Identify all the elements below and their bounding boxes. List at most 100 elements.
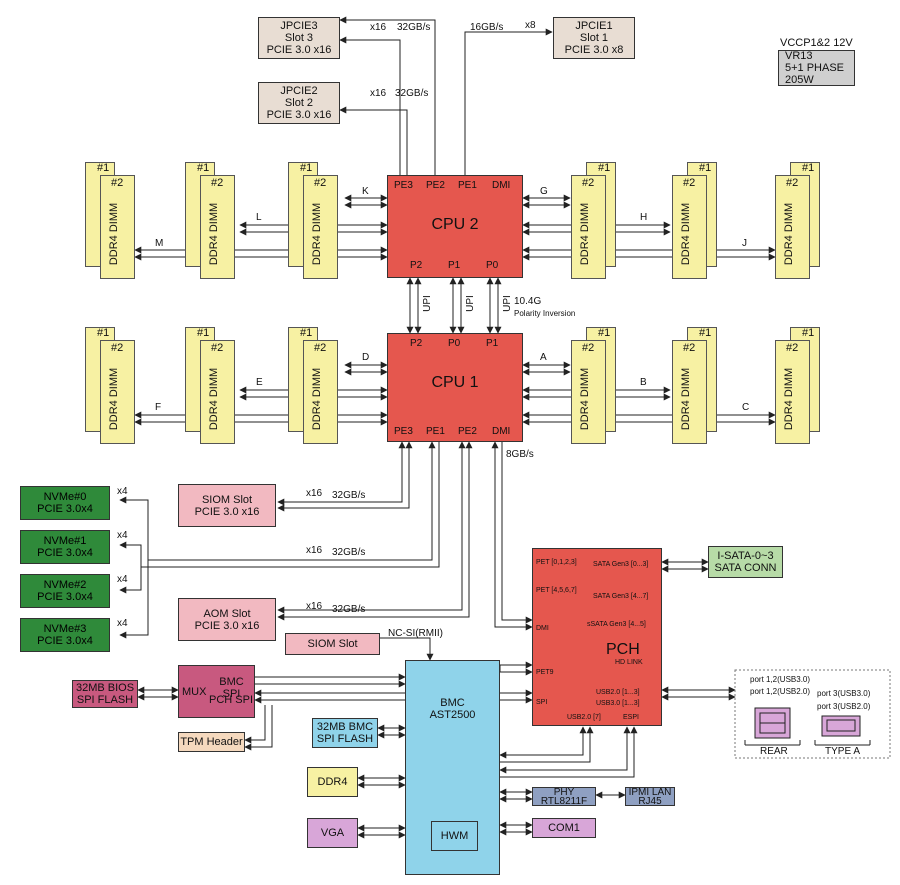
cpu1-p2: P2 [410, 338, 423, 349]
dimm-slot2-label: #2 [683, 342, 696, 354]
usb-rear-label: REAR [760, 746, 788, 757]
pch-block: PET [0,1,2,3] SATA Gen3 [0...3] PET [4,5… [532, 548, 662, 726]
dimm-slot1-label: #1 [97, 162, 110, 174]
dimm-slot1-label: #1 [197, 162, 210, 174]
cpu2-p0: P0 [486, 260, 499, 271]
ipmi-lan-port: IPMI LAN RJ45 [625, 787, 675, 806]
phy-name: PHY [553, 786, 575, 798]
hwm-label: HWM [440, 830, 469, 842]
cpu2-p2: P2 [410, 260, 423, 271]
bmc-line2: AST2500 [429, 709, 476, 721]
dimm-slot1-label: #1 [802, 327, 815, 339]
cpu2-title: CPU 2 [431, 216, 479, 233]
dimm-slot1-label: #1 [598, 162, 611, 174]
pch-usb2-7: USB2.0 [7] [567, 714, 601, 721]
nvme0-block: NVMe#0 PCIE 3.0x4 [20, 486, 110, 520]
cpu1-p1: P1 [486, 338, 499, 349]
ipmi-name: IPMI LAN [628, 786, 672, 798]
vr-line3: 5+1 PHASE [785, 62, 845, 74]
jpcie1-bw: 16GB/s [470, 22, 504, 33]
dimm-slot2-label: #2 [786, 177, 799, 189]
nvme3-width: x4 [117, 618, 128, 629]
dimm-slot1-label: #1 [699, 162, 712, 174]
bmc-block: BMC AST2500 HWM [405, 660, 500, 875]
dimm-front: #2 DDR4 DIMM [303, 340, 338, 444]
jpcie2-slot-no: Slot 2 [284, 97, 314, 109]
nvme3-block: NVMe#3 PCIE 3.0x4 [20, 618, 110, 652]
aom-slot-name: AOM Slot [203, 607, 251, 620]
pch-pet9: PET9 [536, 669, 554, 676]
ipmi-type: RJ45 [638, 795, 662, 807]
channel-j: J [742, 238, 747, 249]
usb-port3-usb3: port 3(USB3.0) [817, 689, 871, 698]
cpu2-block: CPU 2 PE3 PE2 PE1 DMI P2 P1 P0 [387, 175, 523, 278]
jpcie3-bw: 32GB/s [397, 22, 431, 33]
bmc-line1: BMC [440, 697, 465, 709]
jpcie2-spec: PCIE 3.0 x16 [266, 109, 332, 121]
aom-bw: 32GB/s [332, 604, 366, 615]
ncsi-label: NC-SI(RMII) [388, 628, 443, 639]
jpcie3-spec: PCIE 3.0 x16 [266, 44, 332, 56]
cpu1-pe1: PE1 [426, 426, 445, 437]
dimm-slot2-label: #2 [683, 177, 696, 189]
upi-label-1: UPI [421, 295, 433, 312]
jpcie2-bw: 32GB/s [395, 88, 429, 99]
dimm-slot1-label: #1 [598, 327, 611, 339]
vr-line1: VCCP1&2 12V [780, 37, 853, 49]
usb-port12-usb2: port 1,2(USB2.0) [750, 687, 811, 696]
usb-typea-label: TYPE A [825, 746, 861, 757]
bios-name: 32MB BIOS [75, 682, 135, 694]
cpu1-title: CPU 1 [431, 374, 479, 391]
dimm-type: DDR4 DIMM [783, 367, 796, 431]
usb-port3-usb2: port 3(USB2.0) [817, 702, 871, 711]
jpcie1-spec: PCIE 3.0 x8 [564, 44, 624, 56]
dimm-front: #2 DDR4 DIMM [303, 175, 338, 279]
dimm-type: DDR4 DIMM [680, 202, 693, 266]
cpu2-p1: P1 [448, 260, 461, 271]
pch-espi: ESPI [623, 714, 639, 721]
isata-connector: I-SATA-0~3 SATA CONN [708, 546, 783, 578]
bmc-flash: 32MB BMC SPI FLASH [312, 718, 378, 748]
dimm-slot2-label: #2 [211, 177, 224, 189]
pch-sata03: SATA Gen3 [0...3] [593, 561, 649, 568]
dimm-slot2-label: #2 [582, 342, 595, 354]
dimm-front: #2 DDR4 DIMM [672, 340, 707, 444]
channel-h: H [640, 212, 648, 223]
jpcie1-slot-no: Slot 1 [579, 32, 609, 44]
pch-dmi: DMI [536, 625, 549, 632]
nvme1-width: x4 [117, 530, 128, 541]
jpcie3-slot: JPCIE3 Slot 3 PCIE 3.0 x16 [258, 17, 340, 59]
dimm-front: #2 DDR4 DIMM [100, 340, 135, 444]
siom-small-label: SIOM Slot [307, 638, 358, 650]
channel-a: A [540, 352, 547, 363]
nvme3-spec: PCIE 3.0x4 [37, 635, 93, 647]
cpu2-pe3: PE3 [394, 180, 413, 191]
dimm-slot1-label: #1 [802, 162, 815, 174]
dimm-type: DDR4 DIMM [311, 202, 324, 266]
dimm-type: DDR4 DIMM [579, 367, 592, 431]
dimm-slot1-label: #1 [97, 327, 110, 339]
nvme2-name: NVMe#2 [43, 579, 87, 591]
channel-m: M [155, 238, 164, 249]
phy-model: RTL8211F [540, 795, 588, 807]
com1-port: COM1 [532, 818, 596, 838]
mux-block: MUX BMC SPI PCH SPI [178, 665, 255, 718]
pch-pet4567: PET [4,5,6,7] [536, 587, 577, 594]
cpu1-pe3: PE3 [394, 426, 413, 437]
dimm-slot2-label: #2 [211, 342, 224, 354]
com1-label: COM1 [548, 822, 580, 834]
dimm-slot2-label: #2 [786, 342, 799, 354]
channel-e: E [256, 377, 263, 388]
jpcie3-slot-no: Slot 3 [284, 32, 314, 44]
nvme0-spec: PCIE 3.0x4 [37, 503, 93, 515]
nvme-bus-width: x16 [306, 545, 323, 556]
hwm-block: HWM [431, 821, 478, 851]
siom-width: x16 [306, 488, 323, 499]
dimm-front: #2 DDR4 DIMM [571, 340, 606, 444]
jpcie2-slot: JPCIE2 Slot 2 PCIE 3.0 x16 [258, 82, 340, 124]
dimm-type: DDR4 DIMM [680, 367, 693, 431]
upi-label-2: UPI [464, 295, 476, 312]
jpcie2-width: x16 [370, 88, 387, 99]
dimm-type: DDR4 DIMM [783, 202, 796, 266]
jpcie1-name: JPCIE1 [575, 20, 613, 32]
